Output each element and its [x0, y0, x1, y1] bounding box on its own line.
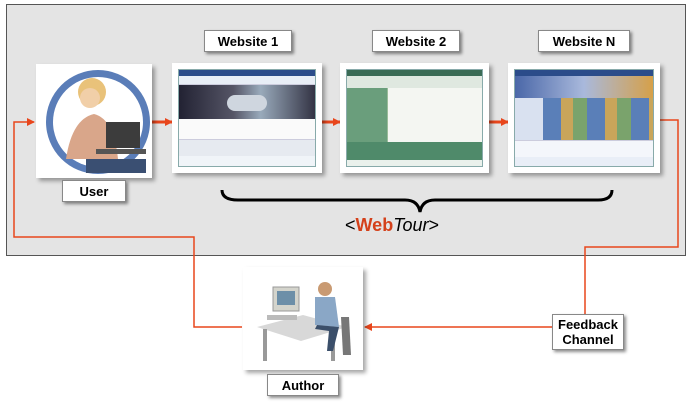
webtour-title: <WebTour> [345, 215, 440, 235]
feedback-line1: Feedback [558, 317, 618, 332]
user-label: User [62, 180, 126, 202]
website2-screenshot [340, 63, 489, 173]
website1-label: Website 1 [204, 30, 292, 52]
feedback-line2: Channel [562, 332, 614, 347]
website1-screenshot [172, 63, 322, 173]
user-image [36, 64, 152, 178]
author-image [243, 267, 363, 370]
author-label: Author [267, 374, 339, 396]
author-at-desk-icon [257, 282, 351, 361]
author-to-user-line [13, 118, 242, 328]
website2-label: Website 2 [372, 30, 460, 52]
brace [220, 189, 614, 213]
websiteN-screenshot [508, 63, 660, 173]
siten-to-feedback-line [584, 119, 679, 314]
user-at-computer-icon [46, 70, 150, 174]
feedback-channel-label: Feedback Channel [552, 314, 624, 350]
websiteN-label: Website N [538, 30, 630, 52]
